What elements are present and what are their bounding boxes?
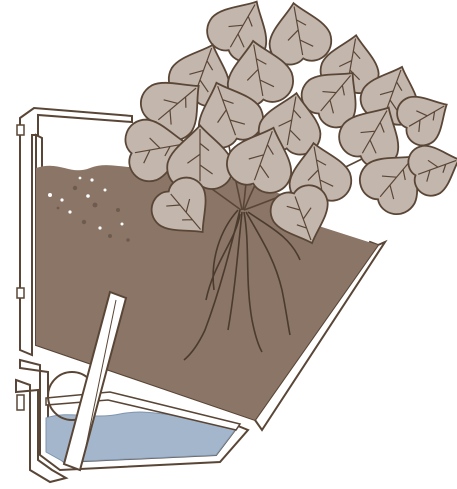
soil-particle	[116, 208, 120, 212]
soil-particle	[57, 207, 60, 210]
soil-particle	[86, 194, 90, 198]
plant	[122, 0, 457, 253]
soil-particle	[108, 234, 112, 238]
soil-particle	[73, 186, 77, 190]
soil-particle	[79, 177, 82, 180]
soil-particle	[121, 223, 124, 226]
soil-particle	[104, 189, 107, 192]
soil-particle	[90, 178, 93, 181]
soil-particle	[68, 210, 71, 213]
soil-particle	[93, 203, 98, 208]
soil-particle	[126, 238, 130, 242]
soil-particle	[48, 193, 52, 197]
soil-particle	[60, 198, 63, 201]
soil-particle	[82, 220, 86, 224]
soil-particle	[98, 226, 101, 229]
